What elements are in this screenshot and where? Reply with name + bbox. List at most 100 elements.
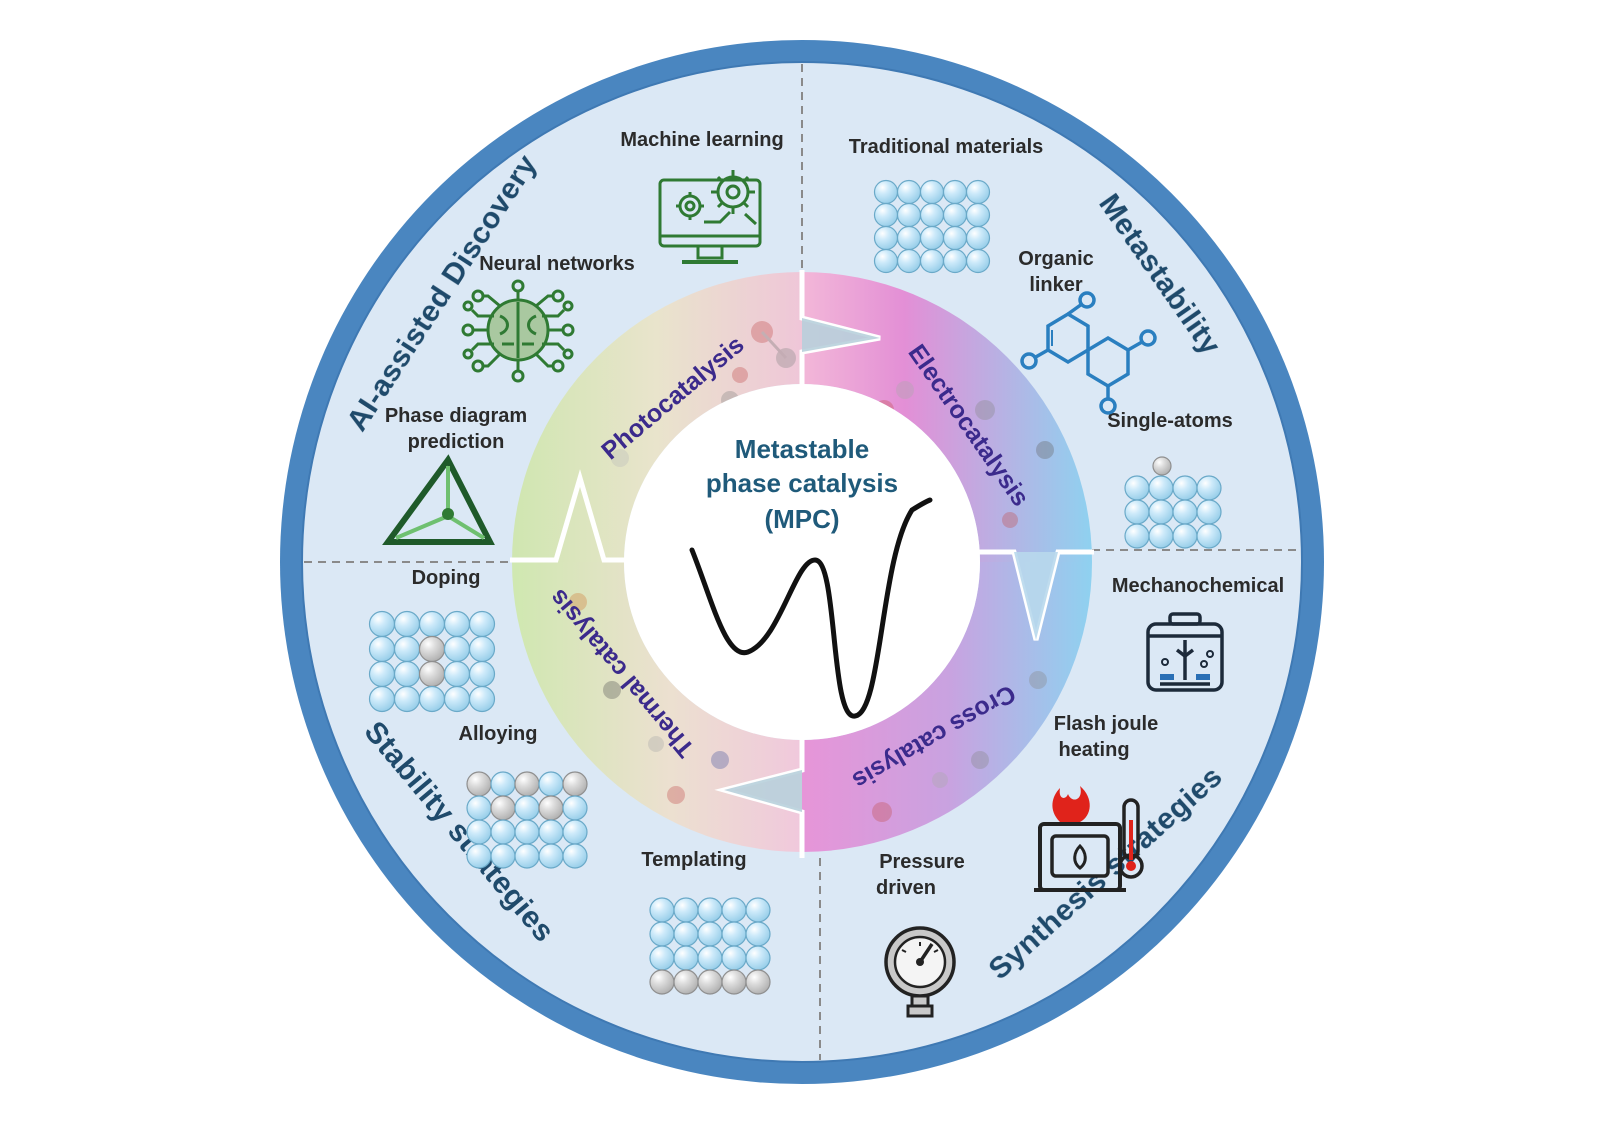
atom-lattice-icon xyxy=(368,179,1222,995)
center-title-line3: (MPC) xyxy=(764,504,839,534)
templating-lattice-atom xyxy=(721,945,747,971)
templating-lattice-atom xyxy=(697,897,723,923)
alloying-lattice-atom xyxy=(538,771,564,797)
alloying-lattice-atom xyxy=(490,819,516,845)
traditional-materials-lattice-atom xyxy=(873,179,899,205)
templating-lattice-atom xyxy=(745,897,771,923)
label-organic-linker-2: linker xyxy=(1029,274,1083,296)
single-atoms-lattice-atom xyxy=(1196,499,1222,525)
doping-lattice-atom xyxy=(468,685,496,713)
single-atoms-lattice-atom xyxy=(1124,475,1150,501)
single-atoms-lattice-atom xyxy=(1124,523,1150,549)
traditional-materials-lattice-atom xyxy=(919,179,945,205)
single-atoms-lattice-atom xyxy=(1124,499,1150,525)
traditional-materials-lattice-atom xyxy=(942,225,968,251)
doping-lattice-atom xyxy=(443,685,471,713)
templating-lattice-atom xyxy=(649,897,675,923)
label-organic-linker-1: Organic xyxy=(1018,248,1094,270)
traditional-materials-lattice-atom xyxy=(896,202,922,228)
traditional-materials-lattice-atom xyxy=(896,179,922,205)
templating-lattice-atom xyxy=(721,897,747,923)
traditional-materials-lattice-atom xyxy=(919,225,945,251)
single-atoms-lattice-atom xyxy=(1148,475,1174,501)
alloying-lattice-atom xyxy=(514,843,540,869)
doping-lattice-atom xyxy=(393,635,421,663)
templating-lattice-atom xyxy=(721,969,747,995)
alloying-lattice-atom xyxy=(466,795,492,821)
alloying-lattice-atom xyxy=(490,843,516,869)
brain-circuit-icon xyxy=(461,279,575,383)
doping-lattice-atom xyxy=(468,610,496,638)
templating-lattice-atom xyxy=(697,969,723,995)
triangle-phase-icon xyxy=(382,454,495,545)
traditional-materials-lattice-atom xyxy=(942,179,968,205)
templating-lattice-atom xyxy=(745,921,771,947)
single-atoms-lattice-atom xyxy=(1148,499,1174,525)
doping-lattice-atom xyxy=(368,610,396,638)
templating-lattice-atom xyxy=(673,897,699,923)
traditional-materials-lattice-atom xyxy=(965,179,991,205)
templating-lattice-atom xyxy=(745,969,771,995)
label-pressure-driven-2: driven xyxy=(876,877,936,899)
label-flash-joule-2: heating xyxy=(1058,739,1129,761)
doping-lattice-atom xyxy=(418,685,446,713)
traditional-materials-lattice-atom xyxy=(965,202,991,228)
alloying-lattice-atom xyxy=(514,795,540,821)
templating-lattice-atom xyxy=(745,945,771,971)
doping-lattice-atom xyxy=(468,660,496,688)
center-circle xyxy=(624,384,980,740)
traditional-materials-lattice-atom xyxy=(965,248,991,274)
traditional-materials-lattice-atom xyxy=(919,202,945,228)
traditional-materials-lattice-atom xyxy=(965,225,991,251)
doping-lattice-atom xyxy=(368,660,396,688)
single-atom xyxy=(1152,456,1172,476)
alloying-lattice-atom xyxy=(490,771,516,797)
alloying-lattice-atom xyxy=(562,843,588,869)
pressure-gauge-icon xyxy=(884,926,956,1018)
traditional-materials-lattice-atom xyxy=(873,202,899,228)
doping-lattice-atom xyxy=(368,685,396,713)
doping-lattice-atom xyxy=(443,635,471,663)
label-pressure-driven-1: Pressure xyxy=(879,851,965,873)
traditional-materials-lattice-atom xyxy=(873,225,899,251)
templating-lattice-atom xyxy=(673,969,699,995)
traditional-materials-lattice-atom xyxy=(896,225,922,251)
monitor-gears-icon xyxy=(658,170,762,264)
label-alloying: Alloying xyxy=(459,723,538,745)
doping-lattice-atom xyxy=(418,660,446,688)
alloying-lattice-atom xyxy=(466,771,492,797)
organic-molecule-icon xyxy=(1020,291,1157,415)
doping-lattice-atom xyxy=(393,660,421,688)
alloying-lattice-atom xyxy=(562,819,588,845)
single-atoms-lattice-atom xyxy=(1196,475,1222,501)
label-doping: Doping xyxy=(412,567,481,589)
label-phase-diagram-1: Phase diagram xyxy=(385,405,527,427)
doping-lattice-atom xyxy=(468,635,496,663)
alloying-lattice-atom xyxy=(514,819,540,845)
single-atoms-lattice-atom xyxy=(1172,523,1198,549)
single-atoms-lattice-atom xyxy=(1196,523,1222,549)
alloying-lattice-atom xyxy=(466,819,492,845)
alloying-lattice-atom xyxy=(562,795,588,821)
label-machine-learning: Machine learning xyxy=(620,129,783,151)
alloying-lattice-atom xyxy=(466,843,492,869)
traditional-materials-lattice-atom xyxy=(873,248,899,274)
doping-lattice-atom xyxy=(368,635,396,663)
doping-lattice-atom xyxy=(393,610,421,638)
templating-lattice-atom xyxy=(649,921,675,947)
single-atoms-lattice-atom xyxy=(1148,523,1174,549)
alloying-lattice-atom xyxy=(490,795,516,821)
label-neural-networks: Neural networks xyxy=(479,253,635,275)
templating-lattice-atom xyxy=(697,921,723,947)
doping-lattice-atom xyxy=(418,610,446,638)
templating-lattice-atom xyxy=(673,945,699,971)
templating-lattice-atom xyxy=(649,945,675,971)
alloying-lattice-atom xyxy=(562,771,588,797)
label-phase-diagram-2: prediction xyxy=(408,431,505,453)
traditional-materials-lattice-atom xyxy=(896,248,922,274)
label-traditional-materials: Traditional materials xyxy=(849,136,1044,158)
label-single-atoms: Single-atoms xyxy=(1107,410,1233,432)
single-atoms-lattice-atom xyxy=(1172,475,1198,501)
templating-lattice-atom xyxy=(673,921,699,947)
